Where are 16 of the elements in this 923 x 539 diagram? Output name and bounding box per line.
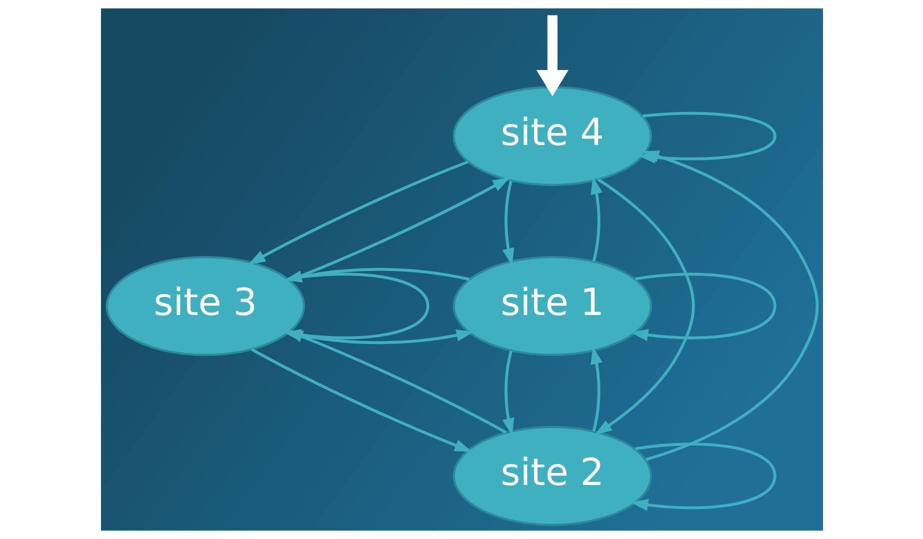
arrow (536, 15, 568, 96)
node-ellipse: site 4 (452, 86, 652, 186)
arrow (248, 160, 468, 265)
arrow (502, 180, 514, 266)
arrow (590, 346, 602, 432)
arrow (284, 268, 470, 283)
arrow (641, 150, 818, 461)
arrow (285, 330, 506, 434)
arrow (630, 272, 776, 342)
arrow (250, 348, 472, 452)
arrow (502, 350, 514, 436)
arrow (630, 442, 776, 511)
node-ellipse: site 1 (452, 256, 652, 356)
arrow (594, 178, 694, 435)
arrow (288, 177, 510, 282)
arrow (590, 176, 602, 262)
